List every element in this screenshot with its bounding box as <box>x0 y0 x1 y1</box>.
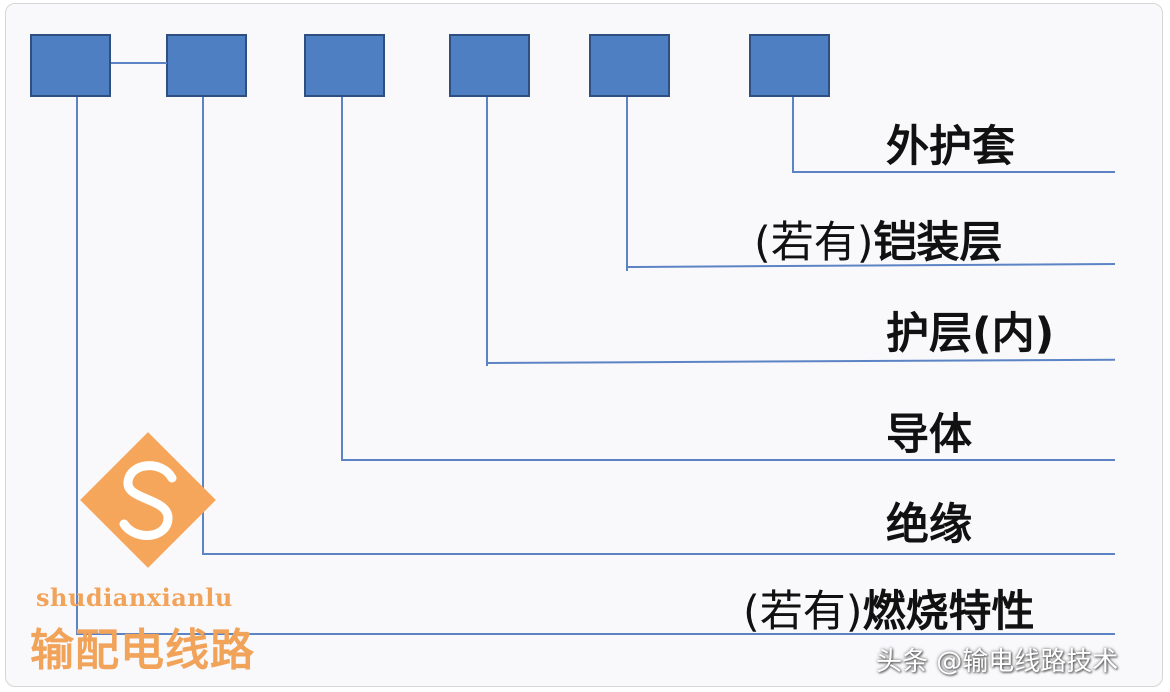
code-box-5 <box>589 34 670 97</box>
orange-s-diamond-logo-icon <box>80 432 216 568</box>
leader-vline-6 <box>792 97 794 173</box>
label-inner-sheath: 护层(内) <box>886 309 1055 359</box>
leader-vline-5 <box>626 97 628 271</box>
leader-hline-1 <box>76 633 1115 635</box>
watermark-text: 头条 @输电线路技术 <box>876 647 1119 677</box>
brand-latin-text: shudianxianlu <box>36 583 233 612</box>
label-conductor: 导体 <box>886 410 972 460</box>
brand-chinese-text: 输配电线路 <box>30 625 255 676</box>
leader-vline-2 <box>202 97 204 554</box>
code-box-3 <box>304 34 385 97</box>
leader-hline-2 <box>202 553 1115 555</box>
leader-vline-4 <box>486 97 488 366</box>
label-insulation: 绝缘 <box>886 500 972 550</box>
code-box-1 <box>30 34 111 97</box>
label-armour: (若有)铠装层 <box>754 218 1003 268</box>
code-box-4 <box>449 34 530 97</box>
code-box-6 <box>749 34 830 97</box>
leader-vline-3 <box>341 97 343 460</box>
box-link-line <box>111 62 167 64</box>
code-box-2 <box>166 34 247 97</box>
label-outer-sheath: 外护套 <box>886 122 1015 172</box>
leader-vline-1 <box>76 97 78 635</box>
diagram-frame: 外护套 (若有)铠装层 护层(内) 导体 绝缘 (若有)燃烧特性 <box>5 3 1163 687</box>
leader-hline-3 <box>341 459 1115 461</box>
leader-hline-6 <box>792 171 1115 173</box>
leader-hline-4 <box>485 358 1115 364</box>
label-fire-characteristic: (若有)燃烧特性 <box>743 587 1035 637</box>
